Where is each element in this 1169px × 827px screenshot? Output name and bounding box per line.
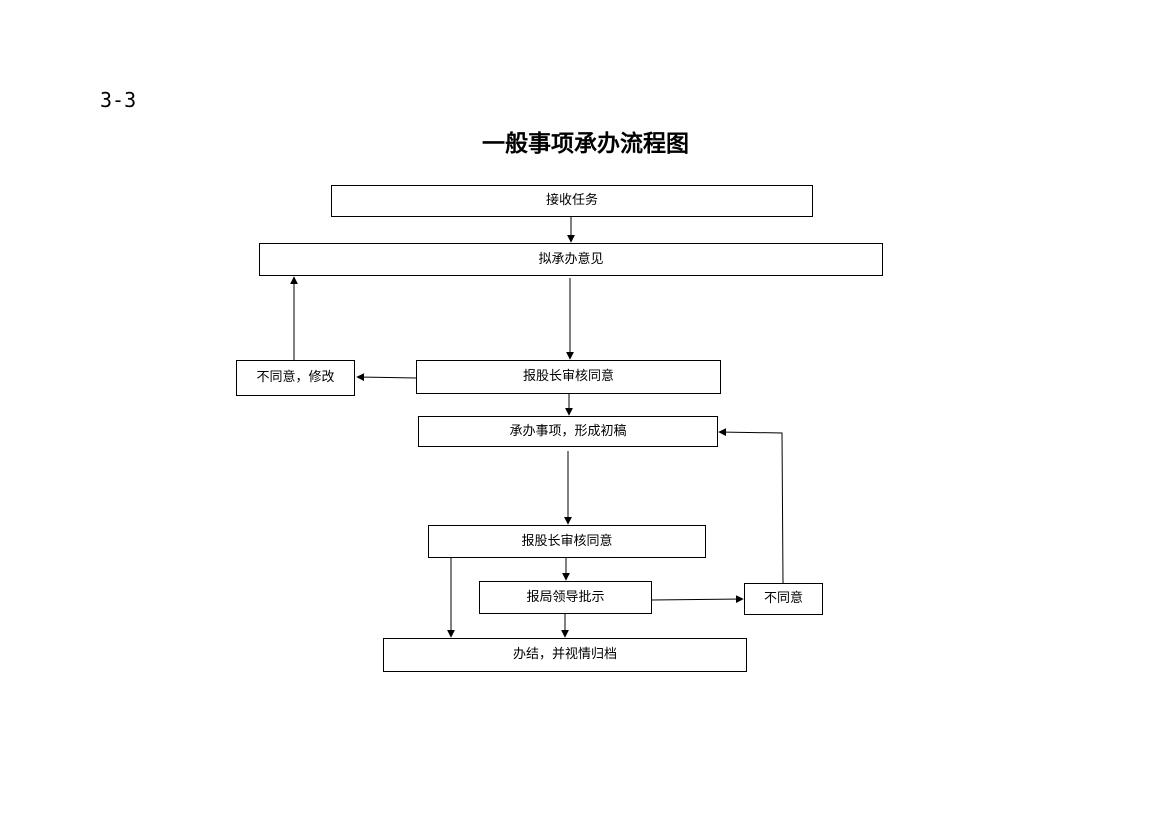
node-disagree: 不同意 <box>744 583 823 615</box>
arrow-review1-to-disagree-revise <box>356 373 417 382</box>
node-complete-archive: 办结，并视情归档 <box>383 638 747 672</box>
node-draft-opinion: 拟承办意见 <box>259 243 883 276</box>
node-section-chief-review-1: 报股长审核同意 <box>416 360 721 394</box>
page-number: 3-3 <box>100 88 137 112</box>
node-leader-approval: 报局领导批示 <box>479 581 652 614</box>
node-handle-draft: 承办事项，形成初稿 <box>418 416 718 447</box>
page-title: 一般事项承办流程图 <box>482 130 689 157</box>
node-receive-task: 接收任务 <box>331 185 813 217</box>
node-disagree-revise: 不同意，修改 <box>236 360 355 396</box>
arrow-disagree-to-handle-draft <box>718 428 784 584</box>
arrow-leader-to-disagree <box>651 595 744 604</box>
node-section-chief-review-2: 报股长审核同意 <box>428 525 706 558</box>
